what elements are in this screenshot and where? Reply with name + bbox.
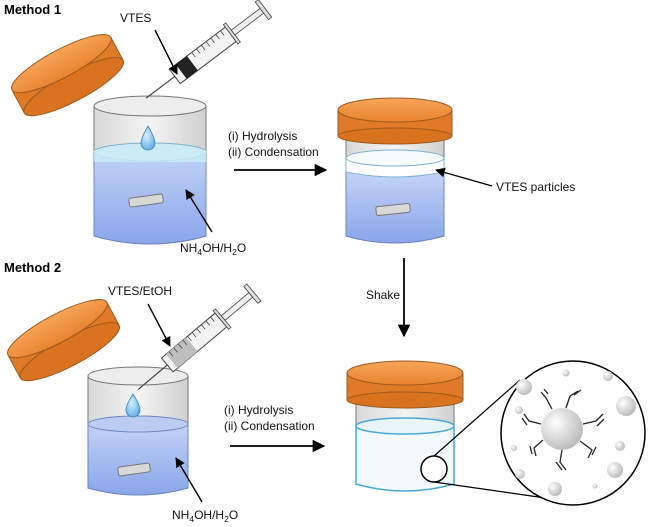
shake-label: Shake	[366, 288, 400, 302]
syringe-label-arrow	[147, 303, 171, 347]
method1-step1: (i) Hydrolysis	[228, 129, 297, 143]
zoom-spot	[420, 455, 448, 483]
vinyl-groups	[521, 388, 605, 471]
small-particles	[511, 369, 636, 496]
solution-label-arrow	[185, 189, 213, 233]
method1-syringe-label: VTES	[120, 11, 151, 25]
droplet	[140, 125, 156, 151]
beaker-method1	[93, 95, 207, 245]
method2-heading: Method 2	[4, 260, 61, 275]
method2-solution-label: NH4OH/H2O	[172, 508, 238, 524]
lid-method2	[7, 299, 121, 382]
stir-bar	[128, 193, 164, 208]
syringe-method1	[145, 0, 273, 99]
method1-step2: (ii) Condensation	[228, 145, 319, 159]
method2-step1: (i) Hydrolysis	[224, 403, 293, 417]
stir-bar	[375, 202, 411, 217]
particles-label-arrow	[435, 167, 493, 187]
method2-syringe-label: VTES/EtOH	[108, 284, 172, 298]
central-particle	[541, 408, 583, 450]
zoom-line-top	[433, 379, 521, 457]
method1-solution-label: NH4OH/H2O	[180, 241, 246, 257]
zoom-view	[500, 360, 646, 506]
jar-dispersion	[346, 360, 464, 492]
syringe-label-arrow	[154, 29, 178, 75]
jar-method1-result	[337, 97, 453, 244]
beaker-method2	[87, 366, 189, 496]
particles-label: VTES particles	[496, 180, 575, 194]
syringe-method2	[137, 283, 262, 390]
method1-heading: Method 1	[4, 2, 61, 17]
method2-step2: (ii) Condensation	[224, 419, 315, 433]
stir-bar	[117, 462, 151, 477]
droplet	[125, 393, 141, 418]
solution-label-arrow	[175, 457, 203, 503]
lid-method1	[11, 34, 125, 117]
